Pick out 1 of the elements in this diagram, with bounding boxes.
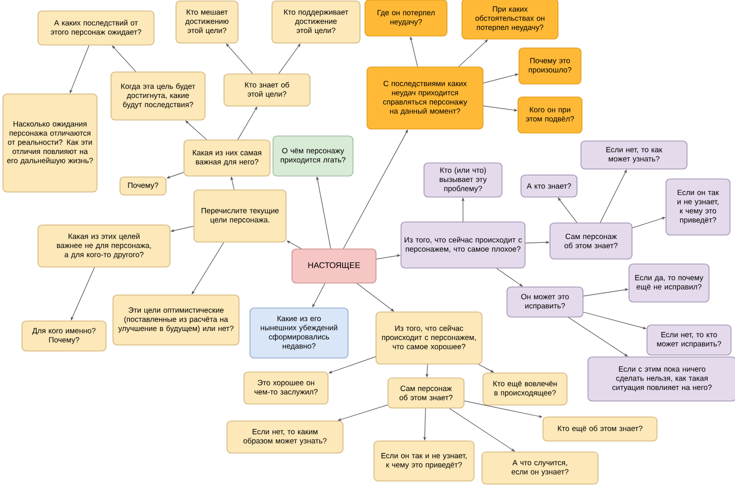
topic-box: НАСТОЯЩЕЕ [292,248,376,284]
